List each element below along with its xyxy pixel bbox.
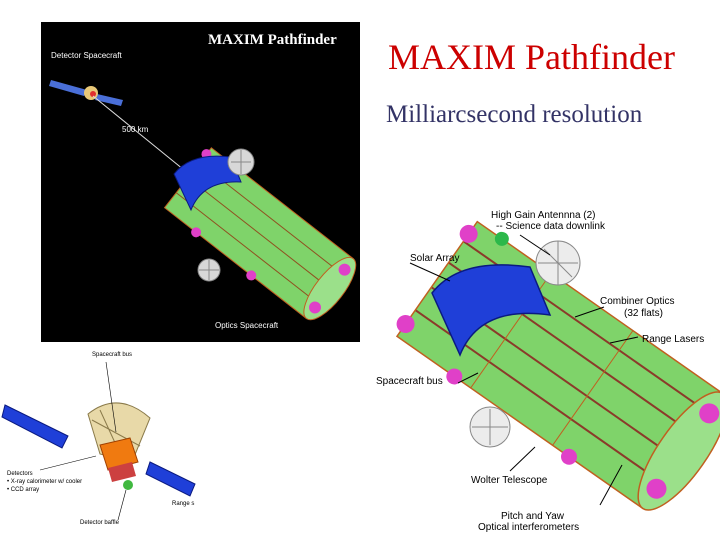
optics-spacecraft-label: Optics Spacecraft (215, 321, 278, 330)
range-lasers-label: Range Lasers (642, 334, 704, 345)
overview-title: MAXIM Pathfinder (208, 32, 337, 49)
detectors-label: Detectors (7, 471, 33, 478)
combiner-optics-label: Combiner Optics (600, 296, 674, 307)
slide-title: MAXIM Pathfinder (388, 36, 675, 78)
optical-interferometers-label: Optical interferometers (478, 522, 579, 533)
ccd-array-label: • CCD array (7, 487, 39, 494)
high-gain-antenna-label: High Gain Antennna (2) (491, 210, 596, 221)
wolter-telescope-label: Wolter Telescope (471, 475, 547, 486)
detector-bus-label: Spacecraft bus (92, 352, 132, 359)
spacecraft-bus-label: Spacecraft bus (376, 376, 443, 387)
overview-illustration (41, 22, 360, 342)
distance-label: 500 km (122, 125, 148, 134)
slide-subtitle: Milliarcsecond resolution (386, 101, 642, 129)
pitch-yaw-label: Pitch and Yaw (501, 511, 564, 522)
detector-spacecraft-diagram (0, 350, 200, 535)
detector-spacecraft-label: Detector Spacecraft (51, 51, 122, 60)
detector-baffle-label: Detector baffle (80, 520, 119, 527)
ranges-label: Range s (172, 501, 194, 508)
solar-array-label: Solar Array (410, 253, 459, 264)
flats-count-label: (32 flats) (624, 308, 663, 319)
science-downlink-label: -- Science data downlink (496, 221, 605, 232)
calorimeter-label: • X-ray calorimeter w/ cooler (7, 479, 82, 486)
pathfinder-overview-figure: MAXIM Pathfinder Detector Spacecraft 500… (41, 22, 360, 342)
